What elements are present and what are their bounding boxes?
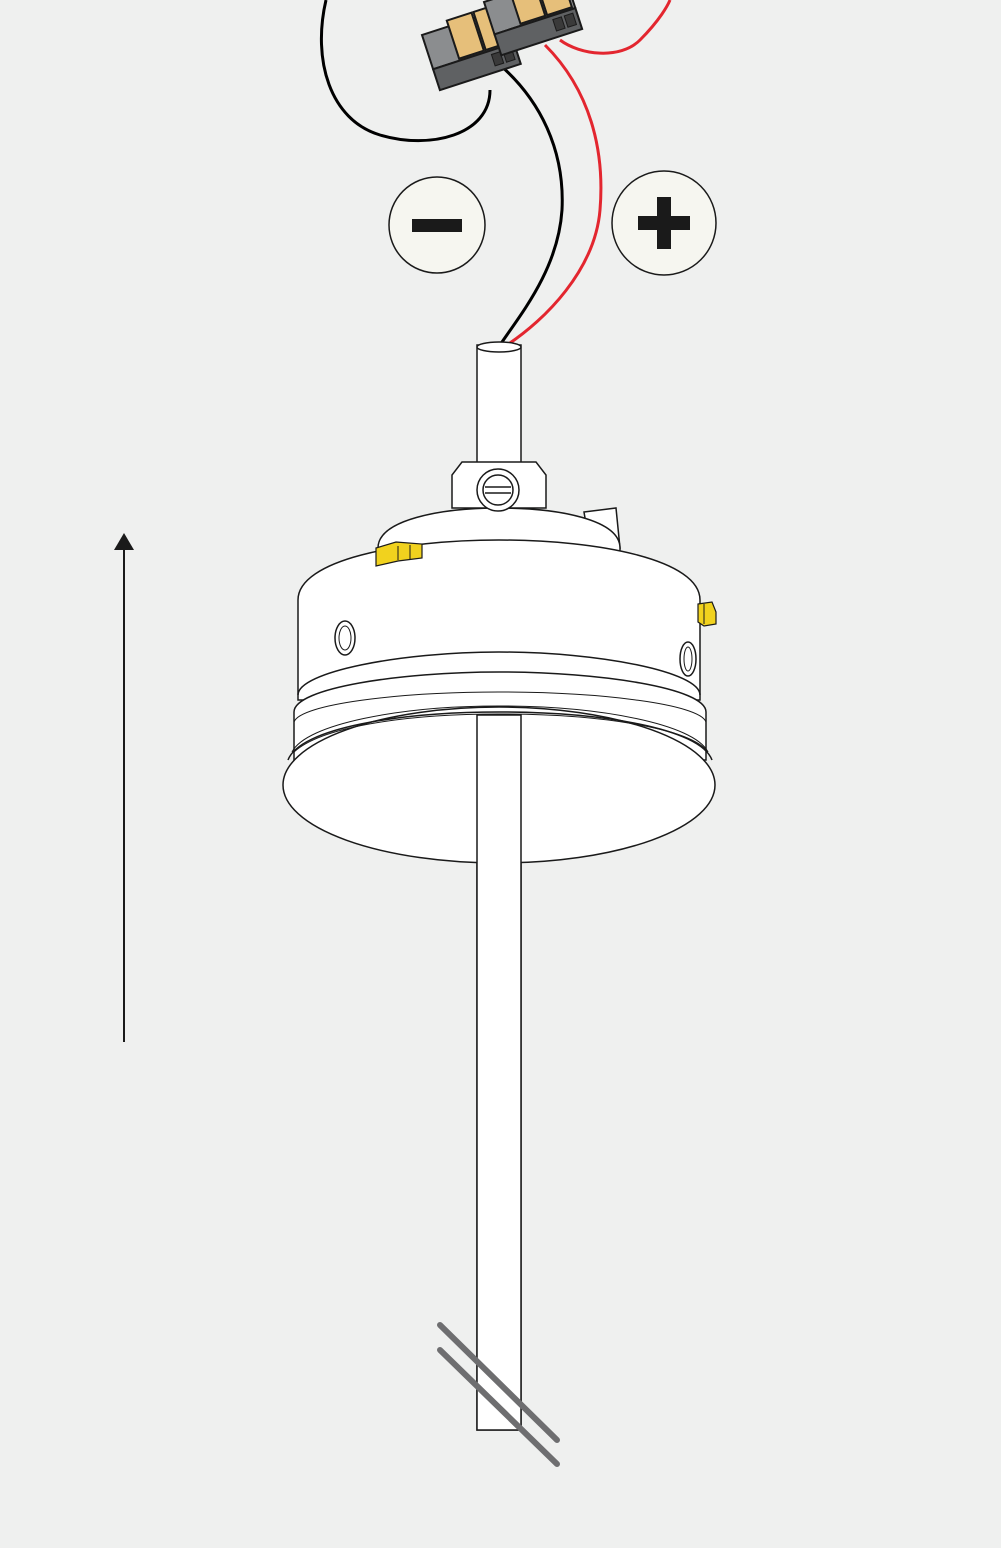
tube-front <box>293 713 709 1431</box>
clip-left <box>375 541 423 567</box>
black-wire-main <box>498 63 564 346</box>
red-wire-loop <box>559 0 672 55</box>
clip-right <box>697 601 717 627</box>
wago-connector-icon <box>482 0 584 57</box>
plus-icon <box>638 197 690 249</box>
up-arrow-icon <box>114 533 134 1042</box>
minus-icon <box>412 219 462 232</box>
positive-symbol <box>611 170 717 276</box>
red-wire-main <box>506 43 603 347</box>
break-mark-icon <box>437 1322 560 1467</box>
black-wire-loop <box>319 0 492 143</box>
negative-symbol <box>388 176 486 274</box>
